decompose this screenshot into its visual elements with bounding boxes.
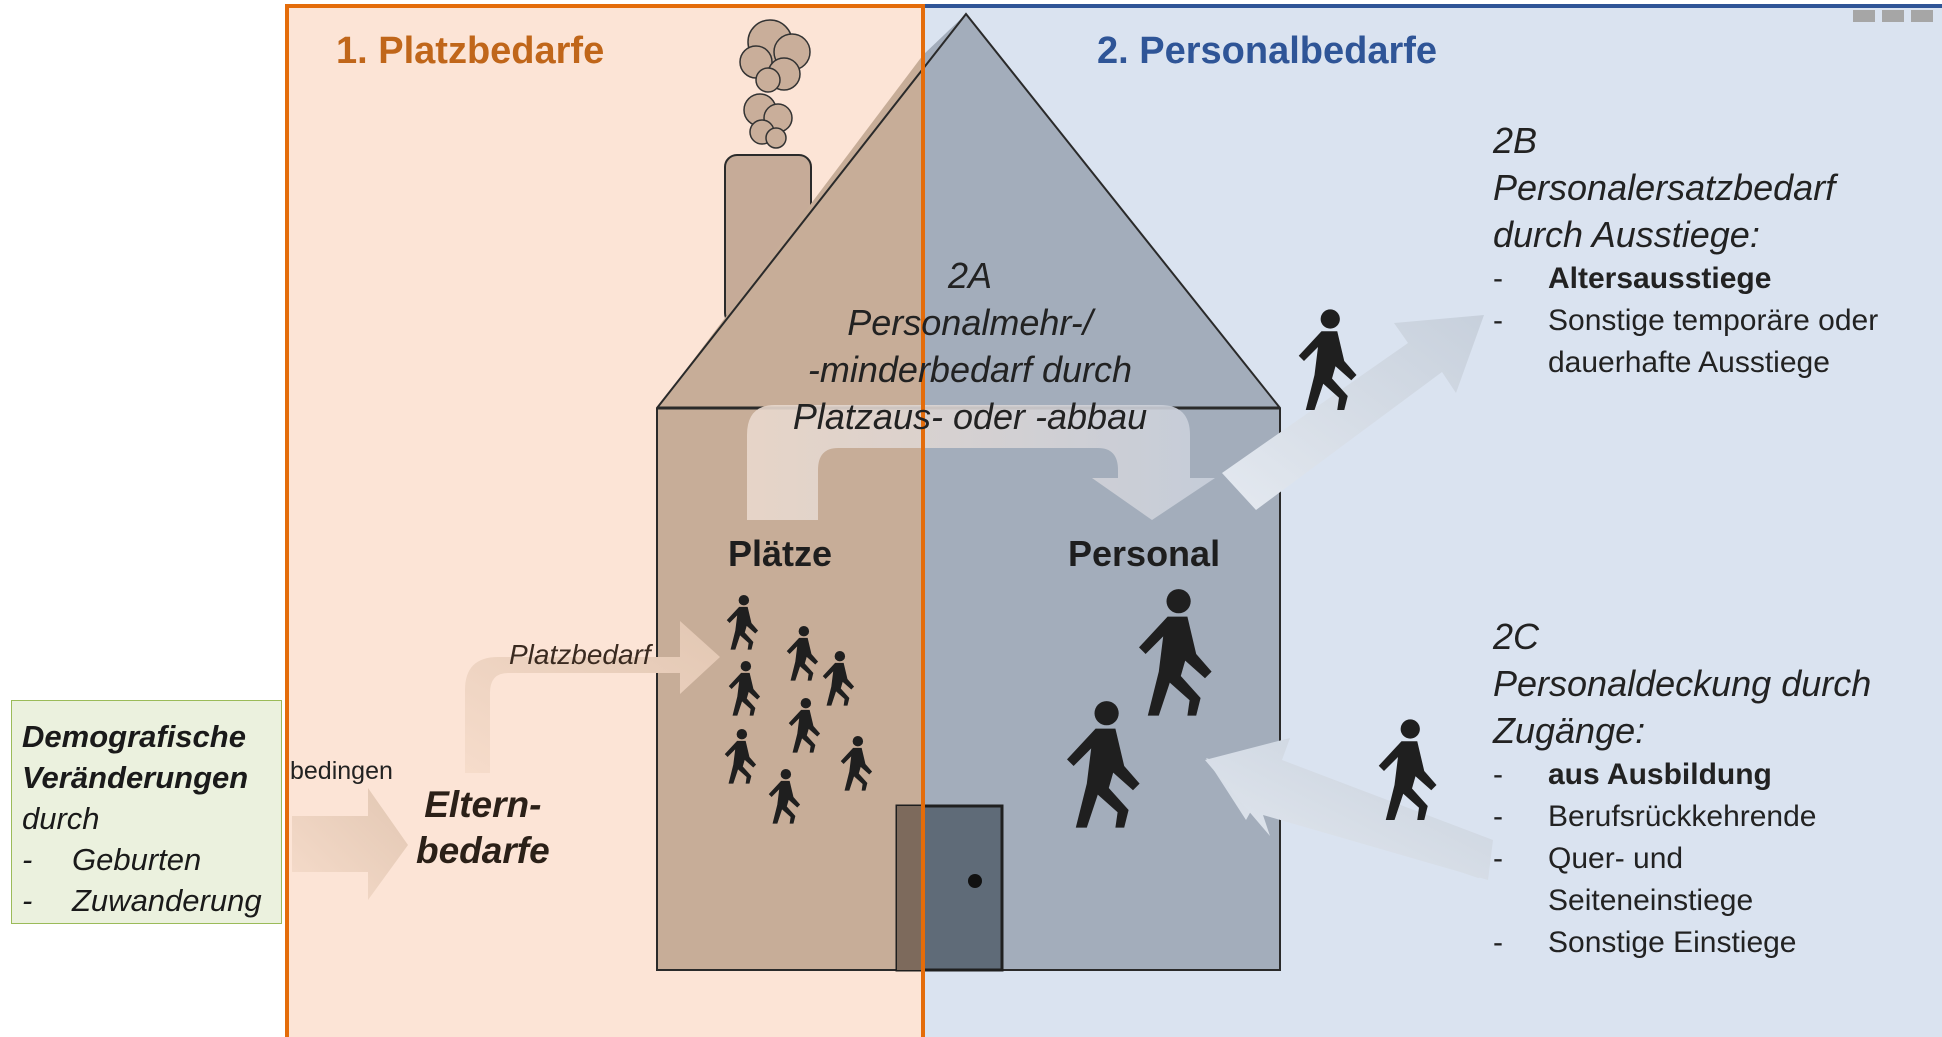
house-outline [656,12,1281,971]
list-item: dauerhafte Ausstiege [1548,346,1830,379]
box-2b-list: -Altersausstiege -Sonstige temporäre ode… [1493,258,1878,384]
box-2c-heading: 2C Personaldeckung durch Zugänge: [1493,616,1872,751]
door-icon [895,804,1004,972]
arc-arrow-2a [747,405,1215,520]
list-item: -Quer- und [1493,842,1684,875]
list-item: -Sonstige temporäre oder [1493,304,1879,337]
list-item: -Sonstige Einstiege [1493,926,1797,959]
plaetze-label: Plätze [728,533,833,574]
smoke-cloud-icon [739,19,811,149]
demographic-line2: Veränderungen [22,760,249,795]
personal-label: Personal [1068,533,1221,574]
list-item: -Berufsrückkehrende [1493,800,1817,833]
demographic-line3: durch [22,801,100,836]
platzbedarf-arrow [465,621,720,773]
box-2a-text: 2A Personalmehr-/ -minderbedarf durch Pl… [792,255,1148,437]
bedingen-label: bedingen [290,757,393,785]
corner-dots [1853,10,1933,22]
box-2c-list: -aus Ausbildung -Berufsrückkehrende -Que… [1493,754,1816,964]
arrow-2c-inflow-body [1205,738,1493,880]
personal-section-title: 2. Personalbedarfe [1097,30,1438,72]
platz-section-border [285,4,925,1037]
demographic-item: -Zuwanderung [22,883,262,918]
platzbedarf-label: Platzbedarf [509,639,651,670]
demographic-item: -Geburten [22,842,202,877]
demographic-box [11,700,282,924]
demographic-text: Demografische Veränderungen durch -Gebur… [22,716,262,921]
arrow-2b-outflow [1222,315,1484,510]
demographic-line1: Demografische [22,719,246,754]
box-2b-heading: 2B Personalersatzbedarf durch Ausstiege: [1493,120,1836,255]
list-item: -aus Ausbildung [1493,758,1772,791]
demographic-arrow [292,788,408,900]
list-item: -Altersausstiege [1493,262,1772,295]
platz-section-title: 1. Platzbedarfe [336,30,605,72]
elternbedarfe-label: Eltern- bedarfe [416,784,550,871]
house-right-half [923,14,1280,970]
list-item: Seiteneinstiege [1548,884,1754,917]
